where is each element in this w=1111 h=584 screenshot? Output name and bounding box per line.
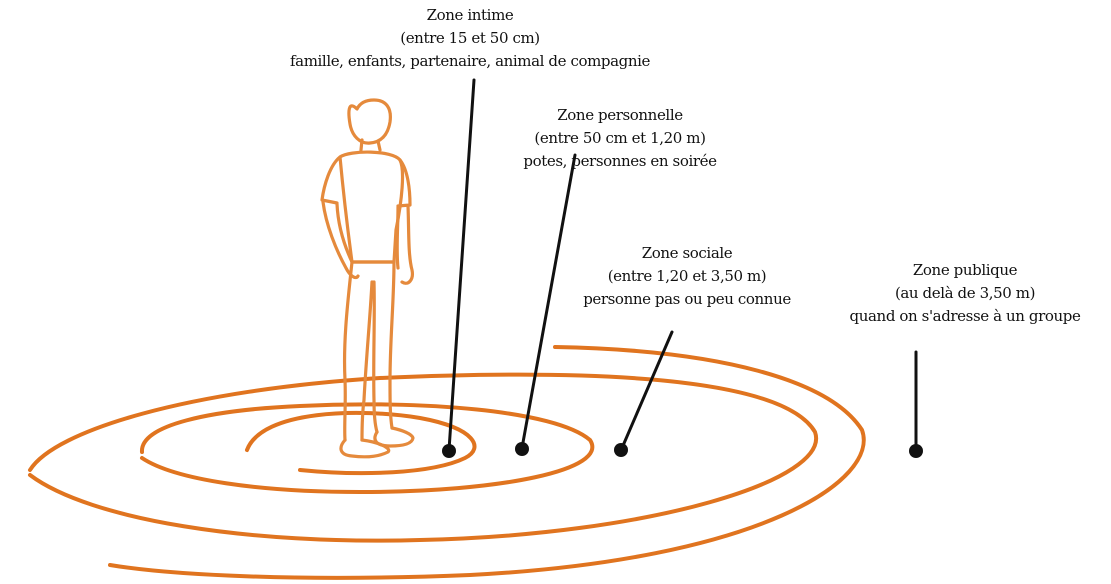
ring-sociale — [30, 375, 816, 541]
zone-intime-range: (entre 15 et 50 cm) — [230, 27, 710, 50]
zone-intime-title: Zone intime — [230, 4, 710, 27]
figure-head — [349, 100, 390, 143]
figure-leg-inner — [362, 282, 377, 440]
zone-publique-range: (au delà de 3,50 m) — [820, 282, 1110, 305]
zone-sociale-range: (entre 1,20 et 3,50 m) — [552, 265, 822, 288]
distance-rings — [30, 347, 864, 578]
label-zone-intime: Zone intime (entre 15 et 50 cm) famille,… — [230, 4, 710, 73]
label-zone-publique: Zone publique (au delà de 3,50 m) quand … — [820, 259, 1110, 328]
zone-publique-who: quand on s'adresse à un groupe — [820, 305, 1110, 328]
ring-publique — [110, 347, 864, 578]
zone-personnelle-range: (entre 50 cm et 1,20 m) — [480, 127, 760, 150]
zone-intime-who: famille, enfants, partenaire, animal de … — [230, 50, 710, 73]
zone-sociale-who: personne pas ou peu connue — [552, 288, 822, 311]
label-zone-personnelle: Zone personnelle (entre 50 cm et 1,20 m)… — [480, 104, 760, 173]
zone-personnelle-title: Zone personnelle — [480, 104, 760, 127]
zone-sociale-title: Zone sociale — [552, 242, 822, 265]
zone-personnelle-who: potes, personnes en soirée — [480, 150, 760, 173]
pointer-dot-personnelle — [515, 442, 529, 456]
label-zone-sociale: Zone sociale (entre 1,20 et 3,50 m) pers… — [552, 242, 822, 311]
pointer-dot-publique — [909, 444, 923, 458]
figure-torso — [340, 152, 403, 262]
figure-sleeves — [322, 157, 410, 206]
figure-foot-right — [375, 428, 413, 446]
figure-arm-right — [397, 206, 412, 283]
pointer-dot-intime — [442, 444, 456, 458]
figure-foot-left — [341, 440, 389, 457]
pointer-line-intime — [449, 80, 474, 450]
zone-publique-title: Zone publique — [820, 259, 1110, 282]
pointer-dot-sociale — [614, 443, 628, 457]
